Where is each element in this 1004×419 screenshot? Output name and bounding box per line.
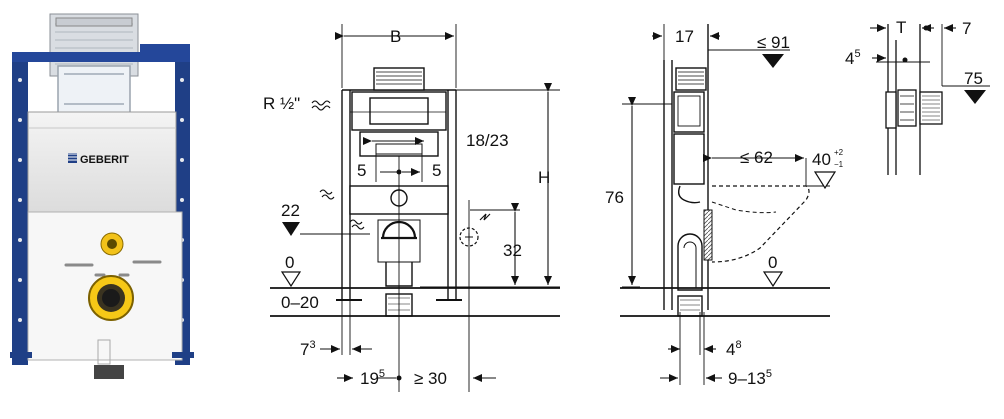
label-floor-zero: 0	[285, 253, 294, 272]
detail-view-drawing	[870, 24, 990, 175]
brand-logo: GEBERIT	[68, 153, 129, 166]
brand-name: GEBERIT	[80, 154, 129, 166]
front-view-labels: B H R ½" 18/23 5 5 22 32 0 0–20 73 195 ≥…	[263, 27, 550, 388]
label-flush-spacing: 18/23	[466, 131, 509, 150]
label-pan-projection: ≤ 62	[740, 148, 773, 167]
side-view-drawing	[620, 24, 830, 385]
label-width-b: B	[390, 27, 401, 46]
front-view-drawing	[270, 24, 560, 392]
front-view-markers	[280, 169, 402, 381]
label-detail-height: 75	[964, 69, 983, 88]
label-max-wall: ≤ 91	[757, 33, 790, 52]
detail-view-labels: T 7 45 75	[845, 18, 983, 88]
label-min-clearance: ≥ 30	[414, 369, 447, 388]
frame-left-post	[12, 60, 28, 365]
label-left-gap: 73	[300, 339, 316, 359]
label-detail-right: 7	[962, 19, 971, 38]
product-illustration: GEBERIT	[10, 13, 194, 379]
label-seat-tolerance-lower: −1	[834, 160, 844, 169]
label-drain-range: 9–135	[728, 368, 772, 388]
label-left-offset: 5	[357, 161, 366, 180]
label-side-floor-zero: 0	[768, 253, 777, 272]
label-right-offset: 5	[432, 161, 441, 180]
label-frame-height: 76	[605, 188, 624, 207]
label-thickness-t: T	[896, 18, 906, 37]
side-view-labels: 17 ≤ 91 76 ≤ 62 40 +2 −1 0 48 9–135	[605, 27, 844, 388]
label-depth: 17	[675, 27, 694, 46]
label-water-inlet: R ½"	[263, 94, 300, 113]
label-floor-range: 0–20	[281, 293, 319, 312]
label-seat-height: 40	[812, 150, 831, 169]
label-seat-tolerance-upper: +2	[834, 148, 844, 157]
label-drain-offset: 195	[360, 368, 385, 388]
label-detail-left: 45	[845, 48, 861, 68]
label-bracket: 48	[726, 339, 742, 359]
label-drain-height: 32	[503, 241, 522, 260]
side-view-markers	[762, 54, 837, 288]
label-inlet-height: 22	[281, 201, 300, 220]
label-height-h: H	[538, 168, 550, 187]
cistern-body	[27, 111, 177, 213]
detail-view-markers	[902, 25, 986, 104]
